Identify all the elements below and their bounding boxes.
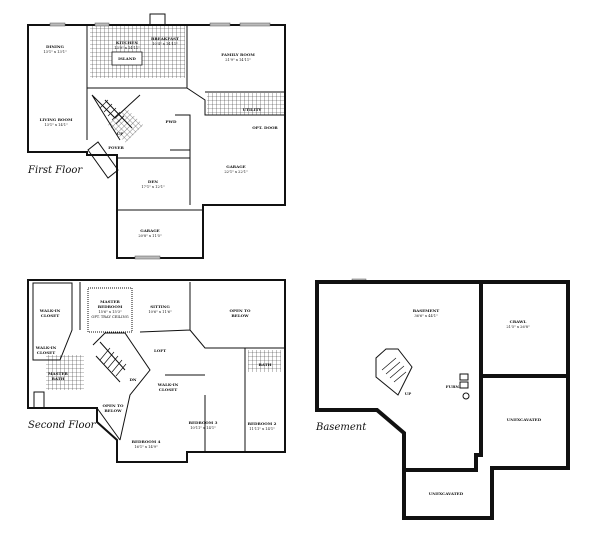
room-size-garage: 22'1" x 22'1" xyxy=(224,170,248,174)
room-size-sitting: 10'6" x 11'6" xyxy=(148,310,172,314)
room-size-crawl: 21'5" x 26'8" xyxy=(506,325,530,329)
room-label-garage-side: GARAGE xyxy=(140,228,159,233)
room-size-den: 17'1" x 12'1" xyxy=(141,185,165,189)
stair-dn-label: DN xyxy=(129,377,136,382)
stair-up-label: UP xyxy=(117,131,124,136)
room-label-wic-1b: CLOSET xyxy=(41,313,59,318)
room-size-dining: 13'1" x 13'1" xyxy=(43,50,67,54)
opt-door-label: OPT. DOOR xyxy=(252,125,278,130)
room-label-foyer: FOYER xyxy=(108,145,124,150)
first-floor-outline xyxy=(27,24,286,259)
room-label-bedroom3: BEDROOM 3 xyxy=(189,420,218,425)
utility-tile-floor xyxy=(207,93,285,115)
room-size-master: 15'6" x 15'3" xyxy=(98,310,122,314)
first-floor-plan: First Floor DINING 13'1" x 13'1" KITCHEN… xyxy=(27,13,286,260)
basement-plan: Basement BASEMENT 36'6" x 44'1" CRAWL 21… xyxy=(315,278,570,520)
room-label-master-bath-2: BATH xyxy=(51,376,64,381)
room-label-unexcavated-1: UNEXCAVATED xyxy=(507,417,542,422)
first-floor-stairs xyxy=(91,94,141,141)
room-label-breakfast: BREAKFAST xyxy=(151,36,179,41)
tub xyxy=(33,391,45,409)
room-size-breakfast: 10'4" x 14'11" xyxy=(152,42,178,46)
room-label-garage: GARAGE xyxy=(226,164,245,169)
room-size-living: 13'1" x 14'1" xyxy=(44,123,68,127)
second-floor-outline xyxy=(27,279,286,463)
room-size-bedroom3: 10'11" x 14'1" xyxy=(190,426,216,430)
second-floor-plan: Second Floor MASTER BEDROOM 15'6" x 15'3… xyxy=(27,279,286,463)
room-label-dining: DINING xyxy=(46,44,65,49)
room-label-den: DEN xyxy=(148,179,159,184)
room-label-sitting: SITTING xyxy=(150,304,170,309)
basement-stair-up-label: UP xyxy=(405,391,412,396)
room-label-wic-1: WALK-IN xyxy=(39,308,61,313)
room-label-kitchen: KITCHEN xyxy=(116,40,138,45)
room-label-pwd: PWD xyxy=(166,119,178,124)
room-label-open-to-below: OPEN TO xyxy=(229,308,251,313)
bath-tile xyxy=(248,350,281,372)
room-label-wic-3: WALK-IN xyxy=(157,382,179,387)
room-label-open-below-2: OPEN TO xyxy=(102,403,124,408)
room-label-utility: UTILITY xyxy=(243,107,262,112)
room-note-master: OPT. TRAY CEILING xyxy=(91,315,128,319)
room-size-basement: 36'6" x 44'1" xyxy=(414,314,438,318)
basement-stairs xyxy=(375,348,413,396)
second-floor-title: Second Floor xyxy=(28,420,97,431)
furn-label: FURN. xyxy=(446,384,461,389)
room-label-crawl: CRAWL xyxy=(510,319,527,324)
front-porch xyxy=(87,141,119,179)
room-size-family: 21'9" x 14'11" xyxy=(225,58,251,62)
room-size-bedroom4: 16'1" x 14'9" xyxy=(134,445,158,449)
room-label-family: FAMILY ROOM xyxy=(221,52,255,57)
room-label-bedroom2: BEDROOM 2 xyxy=(248,421,277,426)
room-label-bedroom4: BEDROOM 4 xyxy=(132,439,161,444)
walk-in-closet-master xyxy=(32,282,73,361)
room-label-master-bath: MASTER xyxy=(48,371,68,376)
room-label-unexcavated-2: UNEXCAVATED xyxy=(429,491,464,496)
room-label-master: MASTER xyxy=(100,299,120,304)
master-bath-tile xyxy=(46,355,84,390)
tray-ceiling xyxy=(87,287,133,333)
chimney xyxy=(149,13,166,26)
room-label-living: LIVING ROOM xyxy=(40,117,73,122)
room-label-basement: BASEMENT xyxy=(413,308,440,313)
second-floor-stairs xyxy=(95,341,126,383)
room-label-wic-2: WALK-IN xyxy=(35,345,57,350)
room-label-master-2: BEDROOM xyxy=(98,304,123,309)
room-size-garage-side: 20'8" x 11'5" xyxy=(138,234,162,238)
first-floor-title: First Floor xyxy=(27,165,83,176)
room-label-bath: BATH xyxy=(258,362,271,367)
basement-outline xyxy=(315,280,570,520)
basement-title: Basement xyxy=(315,422,367,433)
room-label-loft: LOFT xyxy=(154,348,166,353)
foyer-tile-floor xyxy=(107,107,144,143)
room-label-wic-3b: CLOSET xyxy=(159,387,177,392)
kitchen-island xyxy=(111,51,143,66)
room-label-open-below-2b: BELOW xyxy=(104,408,122,413)
room-size-bedroom2: 11'11" x 14'1" xyxy=(249,427,275,431)
room-label-open-to-below-2: BELOW xyxy=(231,313,249,318)
room-size-kitchen: 13'9" x 14'11" xyxy=(114,46,140,50)
room-label-island: ISLAND xyxy=(118,56,136,61)
room-label-wic-2b: CLOSET xyxy=(37,350,55,355)
